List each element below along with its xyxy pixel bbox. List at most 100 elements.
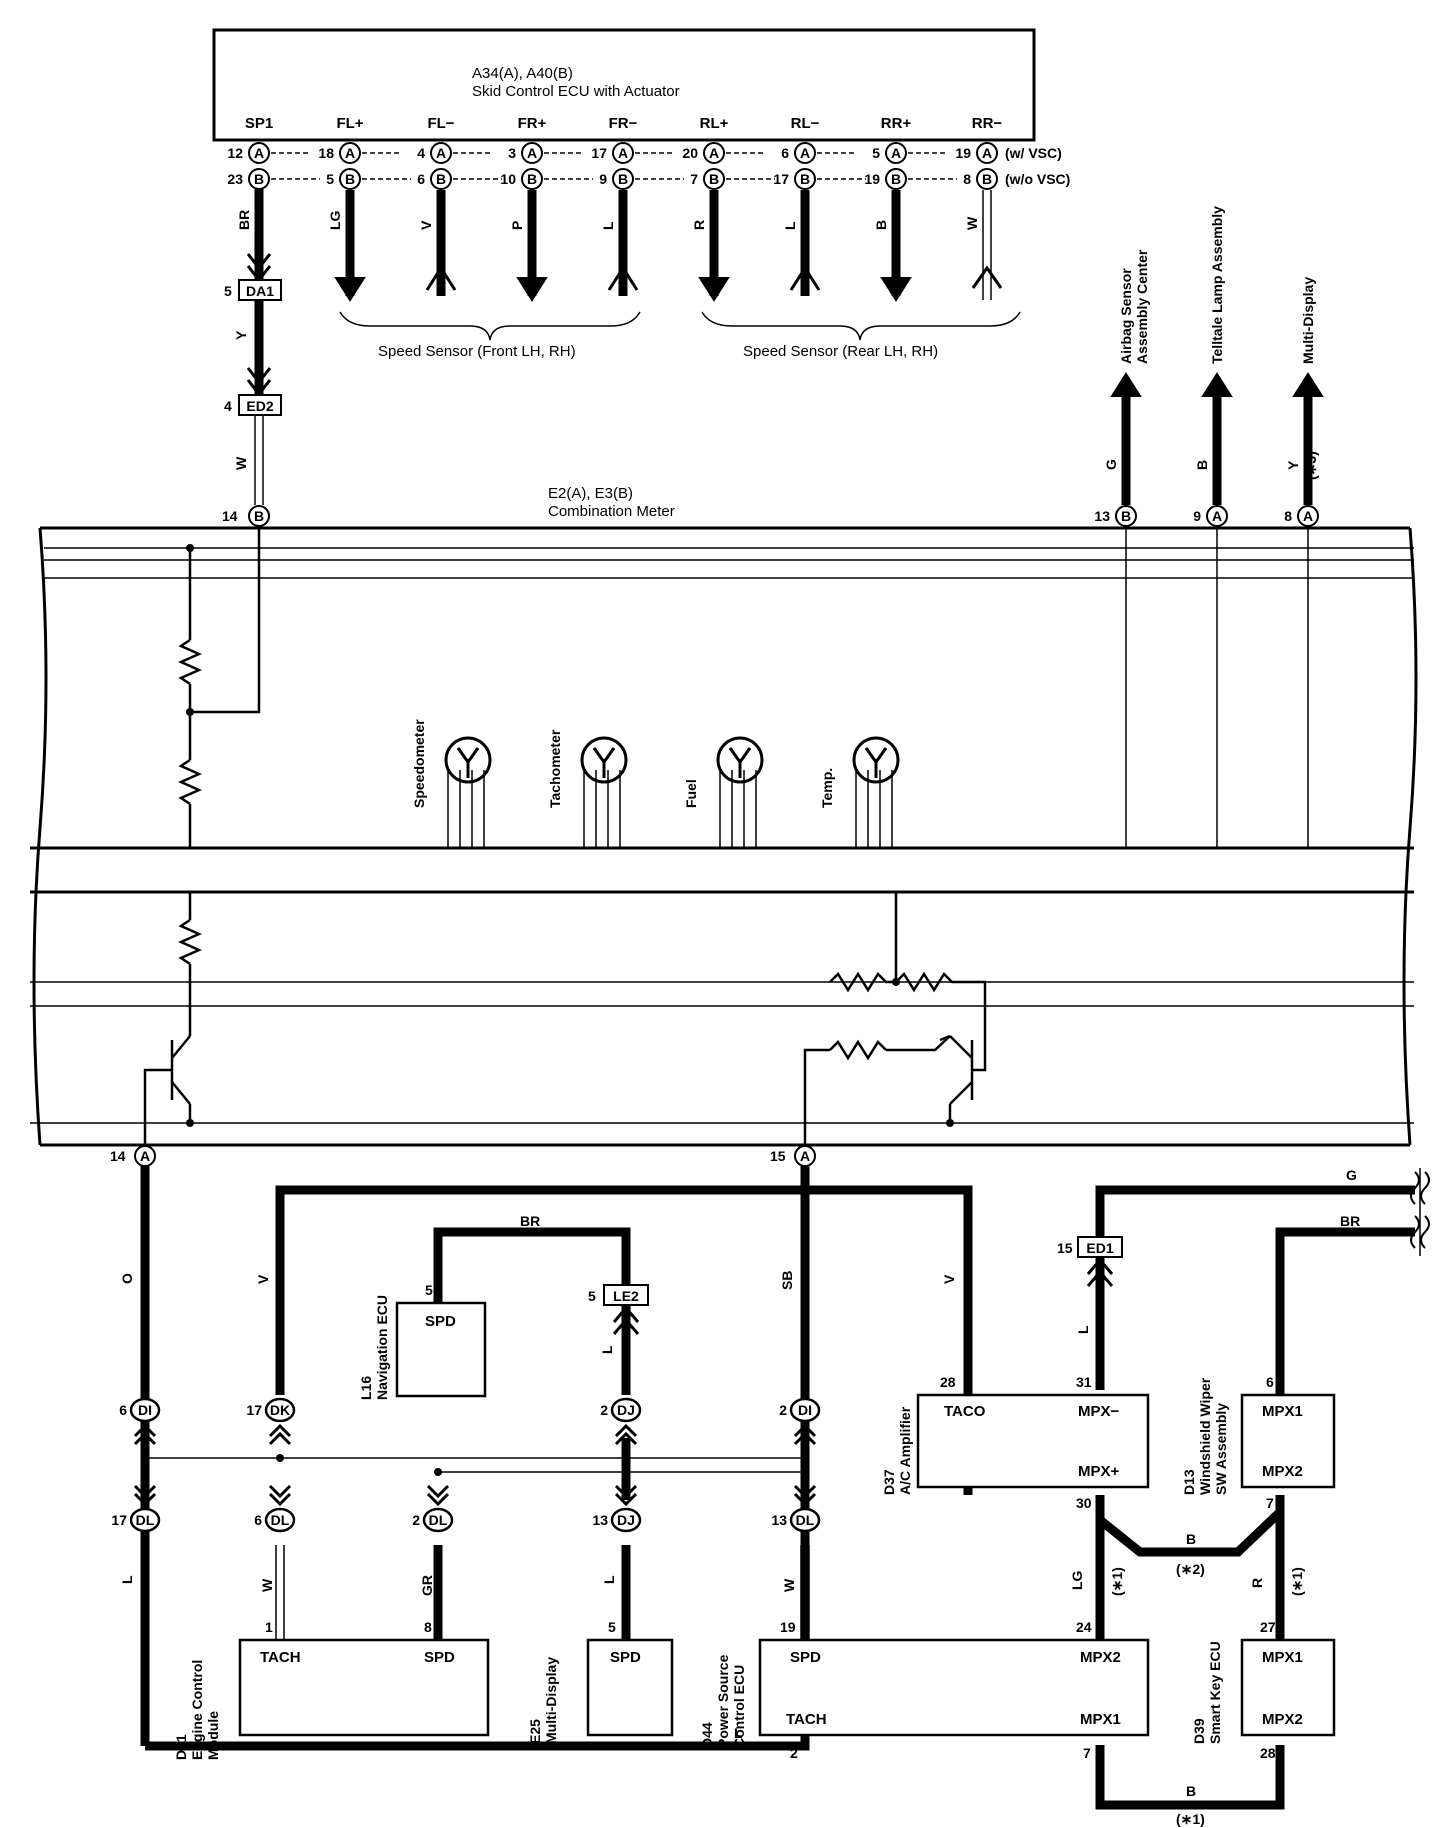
wire-lg: LG	[1069, 1570, 1085, 1590]
svg-text:A: A	[254, 145, 264, 161]
wire-y-da1: Y	[233, 330, 249, 340]
svg-text:7: 7	[1266, 1495, 1274, 1511]
svg-text:20: 20	[682, 145, 698, 161]
svg-text:2: 2	[790, 1745, 798, 1761]
combination-meter: E2(A), E3(B) Combination Meter	[30, 485, 1418, 1147]
svg-text:28: 28	[1260, 1745, 1276, 1761]
note-star1-b: (∗1)	[1289, 1567, 1305, 1596]
svg-text:Telltale Lamp Assembly: Telltale Lamp Assembly	[1209, 206, 1225, 364]
svg-text:G: G	[1103, 459, 1119, 470]
svg-text:MPX1: MPX1	[1262, 1403, 1303, 1420]
svg-text:A: A	[140, 1148, 150, 1164]
svg-text:27: 27	[1260, 1619, 1276, 1635]
svg-text:23: 23	[227, 171, 243, 187]
wire-g-top: G	[1346, 1167, 1357, 1183]
junction-dl_1: DL 17	[111, 1484, 161, 1533]
svg-text:B: B	[254, 508, 264, 524]
svg-text:R: R	[691, 220, 707, 230]
svg-text:6: 6	[417, 171, 425, 187]
engine-control-module: TACH SPD 1 8 D41 Engine Control Module	[173, 1619, 490, 1760]
svg-text:MPX2: MPX2	[1262, 1711, 1303, 1728]
svg-text:30: 30	[1076, 1495, 1092, 1511]
svg-text:B: B	[618, 171, 628, 187]
junction-di_right: DI2	[779, 1397, 821, 1446]
svg-text:DL: DL	[136, 1512, 155, 1528]
svg-text:2: 2	[412, 1512, 420, 1528]
svg-text:A: A	[1212, 508, 1222, 524]
note-star1-c: (∗1)	[1176, 1811, 1205, 1827]
wire-l-bottom: L	[734, 1725, 743, 1741]
power-source-control-ecu: SPD TACH MPX2 MPX1 19 2 24 7 D44 Power S…	[699, 1619, 1150, 1761]
wire-v-right: V	[941, 1274, 957, 1284]
svg-text:SPD: SPD	[610, 1649, 641, 1666]
svg-text:SP1: SP1	[245, 115, 273, 132]
svg-text:13: 13	[771, 1512, 787, 1528]
svg-text:17: 17	[111, 1512, 127, 1528]
svg-text:RR+: RR+	[881, 115, 912, 132]
svg-text:MPX+: MPX+	[1078, 1463, 1120, 1480]
svg-text:15: 15	[770, 1148, 786, 1164]
wire-l-ed1: L	[1075, 1325, 1091, 1334]
svg-text:SPD: SPD	[425, 1313, 456, 1330]
svg-text:DL: DL	[429, 1512, 448, 1528]
svg-text:5: 5	[872, 145, 880, 161]
gauge-0: Speedometer	[411, 719, 492, 848]
svg-text:31: 31	[1076, 1374, 1092, 1390]
svg-text:B: B	[891, 171, 901, 187]
svg-text:14: 14	[222, 508, 238, 524]
svg-text:B: B	[800, 171, 810, 187]
svg-text:24: 24	[1076, 1619, 1092, 1635]
svg-text:19: 19	[780, 1619, 796, 1635]
svg-text:8: 8	[1284, 508, 1292, 524]
svg-text:5: 5	[425, 1282, 433, 1298]
gauge-2: Fuel	[683, 736, 764, 848]
svg-text:(∗3): (∗3)	[1303, 451, 1319, 480]
svg-text:17: 17	[246, 1402, 262, 1418]
svg-text:DL: DL	[271, 1512, 290, 1528]
svg-text:4: 4	[417, 145, 425, 161]
multi-display: SPD 5 E25 Multi-Display	[527, 1619, 674, 1744]
svg-text:D39: D39	[1191, 1718, 1207, 1744]
svg-text:ED2: ED2	[246, 398, 273, 414]
meter-pin-15a: A 15	[770, 1145, 816, 1167]
svg-text:A: A	[345, 145, 355, 161]
junction-dj_top: DJ2	[600, 1397, 642, 1446]
svg-text:6: 6	[254, 1512, 262, 1528]
svg-text:RL−: RL−	[791, 115, 820, 132]
wire-sb: SB	[779, 1271, 795, 1290]
svg-text:A: A	[800, 145, 810, 161]
vsc-note-a: (w/ VSC)	[1005, 145, 1062, 161]
svg-text:B: B	[873, 220, 889, 230]
svg-text:RR−: RR−	[972, 115, 1003, 132]
svg-text:Smart Key ECU: Smart Key ECU	[1207, 1641, 1223, 1744]
svg-text:2: 2	[600, 1402, 608, 1418]
svg-text:Assembly Center: Assembly Center	[1134, 249, 1150, 364]
wire-b-mid: B	[1186, 1531, 1196, 1547]
skid-ecu-title-2: Skid Control ECU with Actuator	[472, 83, 680, 100]
svg-text:10: 10	[500, 171, 516, 187]
gauge-1: Tachometer	[547, 729, 628, 848]
skid-control-ecu: A34(A), A40(B) Skid Control ECU with Act…	[212, 28, 1036, 142]
svg-text:1: 1	[265, 1619, 273, 1635]
svg-text:MPX1: MPX1	[1262, 1649, 1303, 1666]
svg-text:A: A	[982, 145, 992, 161]
nav-ecu: SPD 5 L16 Navigation ECU	[358, 1282, 487, 1400]
svg-text:E25: E25	[527, 1719, 543, 1744]
svg-text:D13: D13	[1181, 1469, 1197, 1495]
wire-v-left: V	[255, 1274, 271, 1284]
svg-text:D37: D37	[881, 1469, 897, 1495]
svg-text:MPX1: MPX1	[1080, 1711, 1121, 1728]
svg-text:L: L	[782, 221, 798, 230]
note-star1-a: (∗1)	[1109, 1567, 1125, 1596]
svg-text:DI: DI	[138, 1402, 152, 1418]
svg-text:19: 19	[955, 145, 971, 161]
junction-dl_2: DL 6	[254, 1484, 296, 1533]
svg-text:B: B	[1194, 460, 1210, 470]
svg-text:Control ECU: Control ECU	[731, 1665, 747, 1748]
svg-text:B: B	[527, 171, 537, 187]
svg-text:A: A	[709, 145, 719, 161]
